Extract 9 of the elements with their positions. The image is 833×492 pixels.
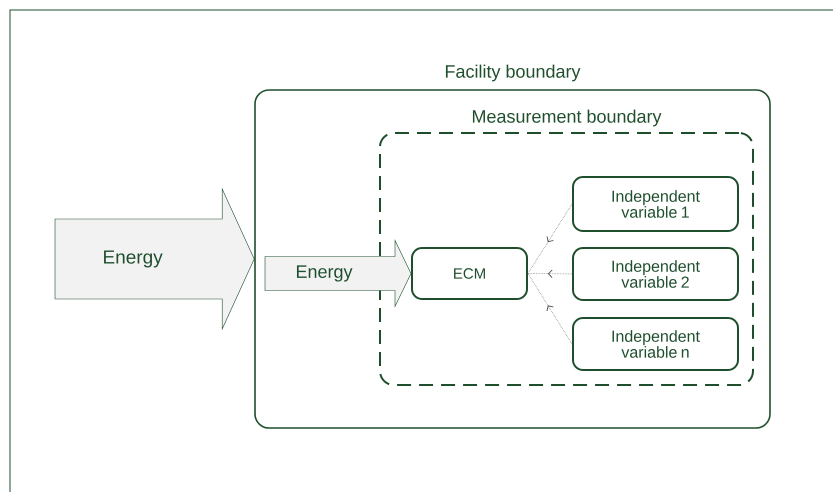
arrow-label: Energy (294, 264, 354, 283)
rounded-box: Independent variable 1 (572, 176, 739, 232)
rounded-box: Independent variable 2 (572, 247, 739, 301)
arrow-label: Energy (102, 250, 164, 268)
node-label: Measurement boundary (472, 110, 662, 126)
block-arrow (54, 188, 255, 330)
rounded-box: Independent variable n (572, 317, 739, 371)
node-label: Facility boundary (446, 64, 580, 82)
rounded-box: ECM (411, 247, 528, 300)
